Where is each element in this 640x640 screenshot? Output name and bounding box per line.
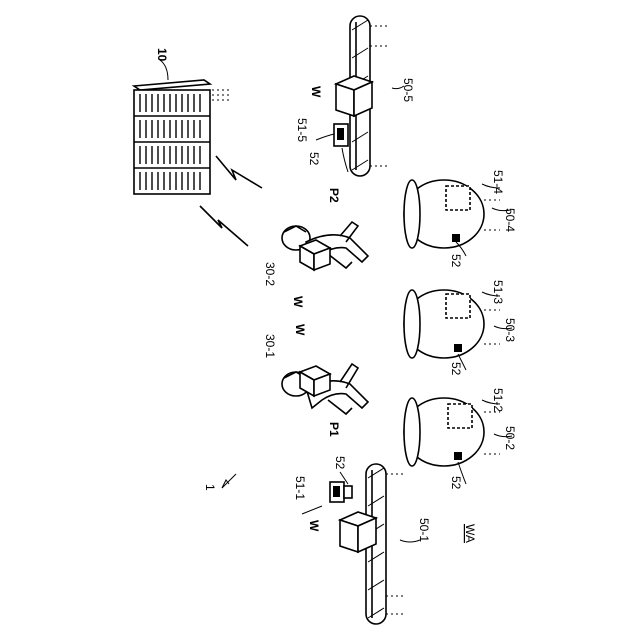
conveyor-station-1 [330, 464, 404, 624]
label-workpiece-p2: W [291, 296, 305, 308]
worker-p2 [282, 222, 368, 270]
label-marker-5: 52 [307, 152, 321, 166]
worker-p1 [282, 364, 368, 414]
label-workpiece-top: W [309, 86, 323, 98]
label-station-3: 50-3 [503, 318, 517, 342]
label-person-2: P2 [327, 188, 341, 203]
label-marker-2: 52 [449, 476, 463, 490]
drum-station-2 [404, 398, 500, 466]
label-server: 10 [155, 48, 169, 62]
label-display-4: 51-4 [491, 170, 505, 194]
label-display-2: 51-2 [491, 388, 505, 412]
label-work-area: WA [463, 524, 477, 543]
label-station-2: 50-2 [503, 426, 517, 450]
label-marker-1: 52 [333, 456, 347, 470]
drum-station-4 [404, 180, 500, 248]
label-display-5: 51-5 [295, 118, 309, 142]
label-system: 1 [203, 484, 217, 491]
label-person-1: P1 [327, 422, 341, 437]
server-rack [134, 60, 232, 194]
wireless-signal-icon [200, 206, 248, 246]
label-display-1: 51-1 [293, 476, 307, 500]
wireless-signal-icon [216, 156, 262, 188]
label-station-4: 50-4 [503, 208, 517, 232]
label-station-5: 50-5 [401, 78, 415, 102]
label-marker-3: 52 [449, 362, 463, 376]
label-wearable-1: 30-1 [263, 334, 277, 358]
label-workpiece-bottom: W [307, 520, 321, 532]
label-station-1: 50-1 [417, 518, 431, 542]
label-workpiece-p1: W [293, 324, 307, 336]
label-wearable-2: 30-2 [263, 262, 277, 286]
label-marker-4: 52 [449, 254, 463, 268]
drum-station-3 [404, 290, 500, 358]
label-display-3: 51-3 [491, 280, 505, 304]
